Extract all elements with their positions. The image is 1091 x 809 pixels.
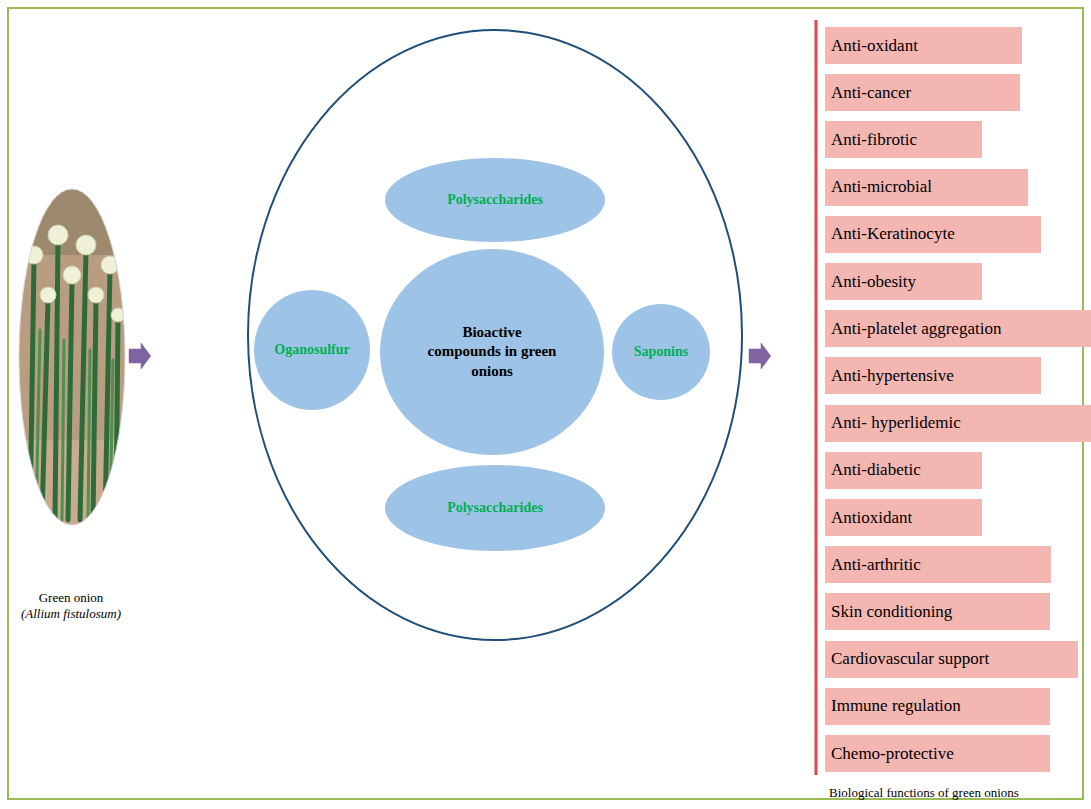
- function-box: Anti-platelet aggregation: [825, 310, 1091, 347]
- function-box: Anti-fibrotic: [825, 121, 982, 158]
- function-box: Anti-microbial: [825, 169, 1028, 206]
- compound-name: Polysaccharides: [447, 500, 543, 517]
- function-text: Anti-obesity: [831, 272, 916, 292]
- frame-border: [8, 8, 1083, 799]
- function-text: Anti- hyperlidemic: [831, 413, 961, 433]
- compound-oval: Saponins: [612, 304, 710, 400]
- compound-oval: Bioactive compounds in green onions: [380, 249, 604, 455]
- photo-outline: [19, 189, 125, 525]
- function-text: Anti-platelet aggregation: [831, 319, 1001, 339]
- function-box: Anti-arthritic: [825, 546, 1051, 583]
- function-text: Antioxidant: [831, 508, 912, 528]
- function-text: Anti-oxidant: [831, 36, 918, 56]
- function-box: Antioxidant: [825, 499, 982, 536]
- function-text: Anti-Keratinocyte: [831, 224, 955, 244]
- photo-caption: Green onion: [39, 590, 104, 606]
- function-box: Skin conditioning: [825, 593, 1050, 630]
- compound-name: Bioactive compounds in green onions: [427, 323, 557, 382]
- compound-oval: Polysaccharides: [385, 158, 605, 242]
- function-text: Anti-fibrotic: [831, 130, 917, 150]
- block-arrow: [748, 340, 772, 372]
- compound-oval: Polysaccharides: [385, 465, 605, 551]
- function-text: Anti-hypertensive: [831, 366, 954, 386]
- function-box: Anti-hypertensive: [825, 357, 1041, 394]
- block-arrow: [128, 340, 152, 372]
- function-box: Anti- hyperlidemic: [825, 405, 1091, 442]
- function-text: Anti-diabetic: [831, 460, 921, 480]
- function-box: Anti-oxidant: [825, 27, 1022, 64]
- function-box: Immune regulation: [825, 688, 1050, 725]
- function-box: Anti-Keratinocyte: [825, 216, 1041, 253]
- photo-caption: (Allium fistulosum): [21, 606, 121, 622]
- function-box: Chemo-protective: [825, 735, 1050, 772]
- compound-name: Saponins: [634, 344, 688, 361]
- function-text: Cardiovascular support: [831, 649, 989, 669]
- function-text: Skin conditioning: [831, 602, 952, 622]
- compound-name: Oganosulfur: [274, 342, 349, 359]
- green-onion-photo: [15, 185, 130, 530]
- list-bar: [815, 20, 818, 775]
- function-box: Anti-cancer: [825, 74, 1020, 111]
- function-text: Anti-arthritic: [831, 555, 921, 575]
- compound-name: Polysaccharides: [447, 192, 543, 209]
- function-box: Anti-diabetic: [825, 452, 982, 489]
- function-text: Immune regulation: [831, 696, 961, 716]
- list-caption: Biological functions of green onions: [829, 785, 1019, 801]
- function-text: Anti-cancer: [831, 83, 911, 103]
- compound-circle: [248, 30, 742, 640]
- function-box: Cardiovascular support: [825, 641, 1078, 678]
- function-box: Anti-obesity: [825, 263, 982, 300]
- compound-oval: Oganosulfur: [254, 290, 370, 410]
- function-text: Anti-microbial: [831, 177, 932, 197]
- function-text: Chemo-protective: [831, 744, 954, 764]
